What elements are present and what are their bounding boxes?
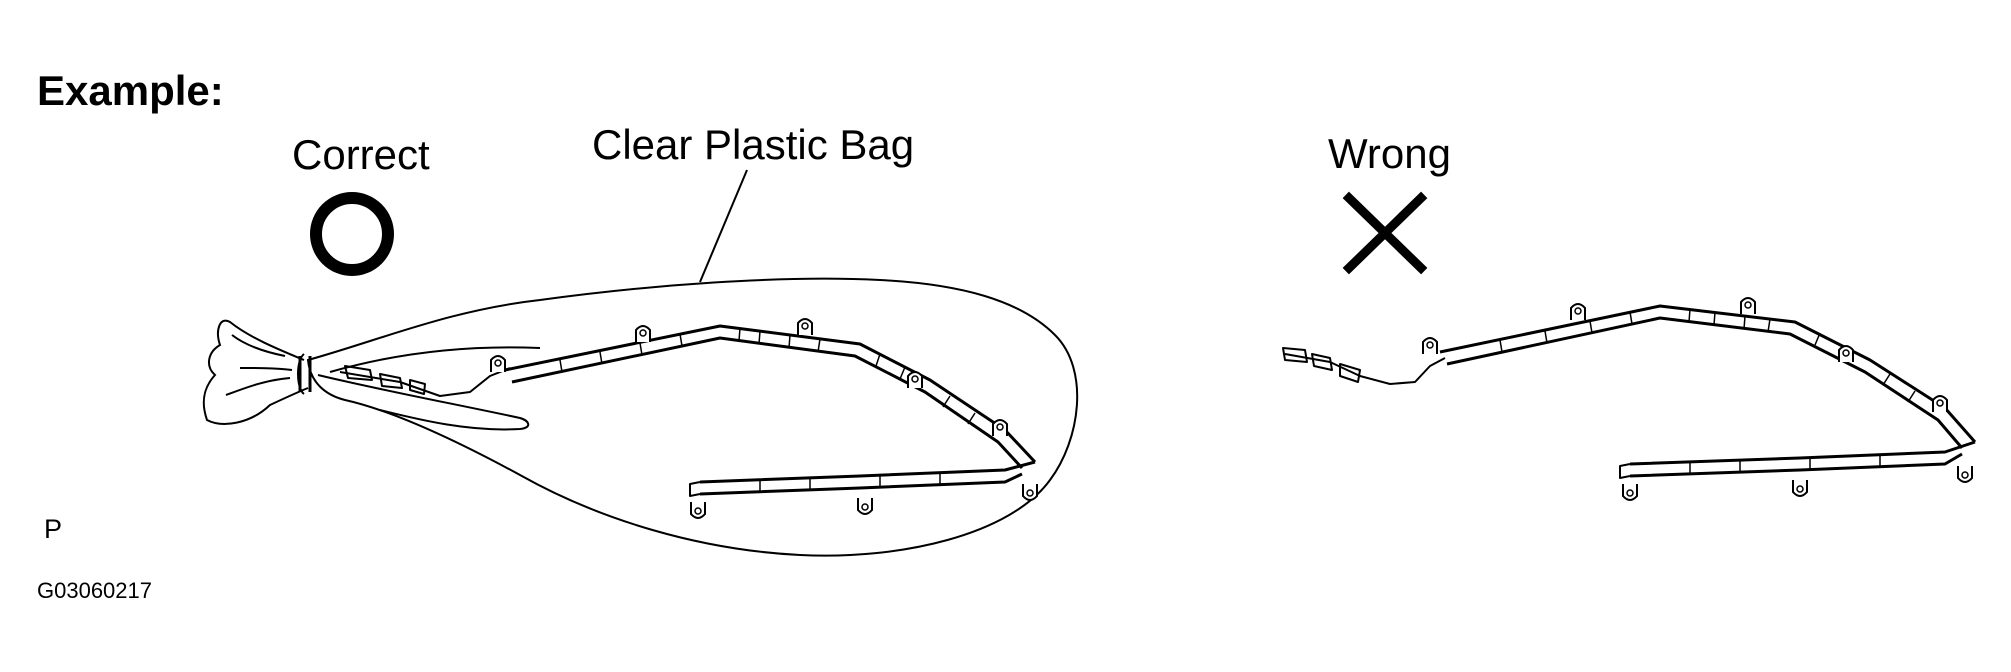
corner-mark: P	[44, 514, 63, 544]
mounting-tabs-correct	[490, 318, 1038, 519]
correct-label: Correct	[292, 131, 430, 178]
example-heading: Example:	[37, 67, 224, 114]
cross-x-icon	[1342, 191, 1428, 275]
wrong-label: Wrong	[1328, 130, 1451, 177]
circle-o-icon	[310, 192, 394, 276]
bag-leader-line	[699, 169, 748, 283]
clear-plastic-bag-label: Clear Plastic Bag	[592, 121, 915, 168]
figure-code: G03060217	[37, 578, 152, 603]
airbag-assembly-correct	[339, 324, 1037, 497]
airbag-assembly-wrong	[1282, 304, 1977, 479]
mounting-tabs-wrong	[1422, 297, 1973, 501]
plastic-bag	[202, 277, 1079, 557]
